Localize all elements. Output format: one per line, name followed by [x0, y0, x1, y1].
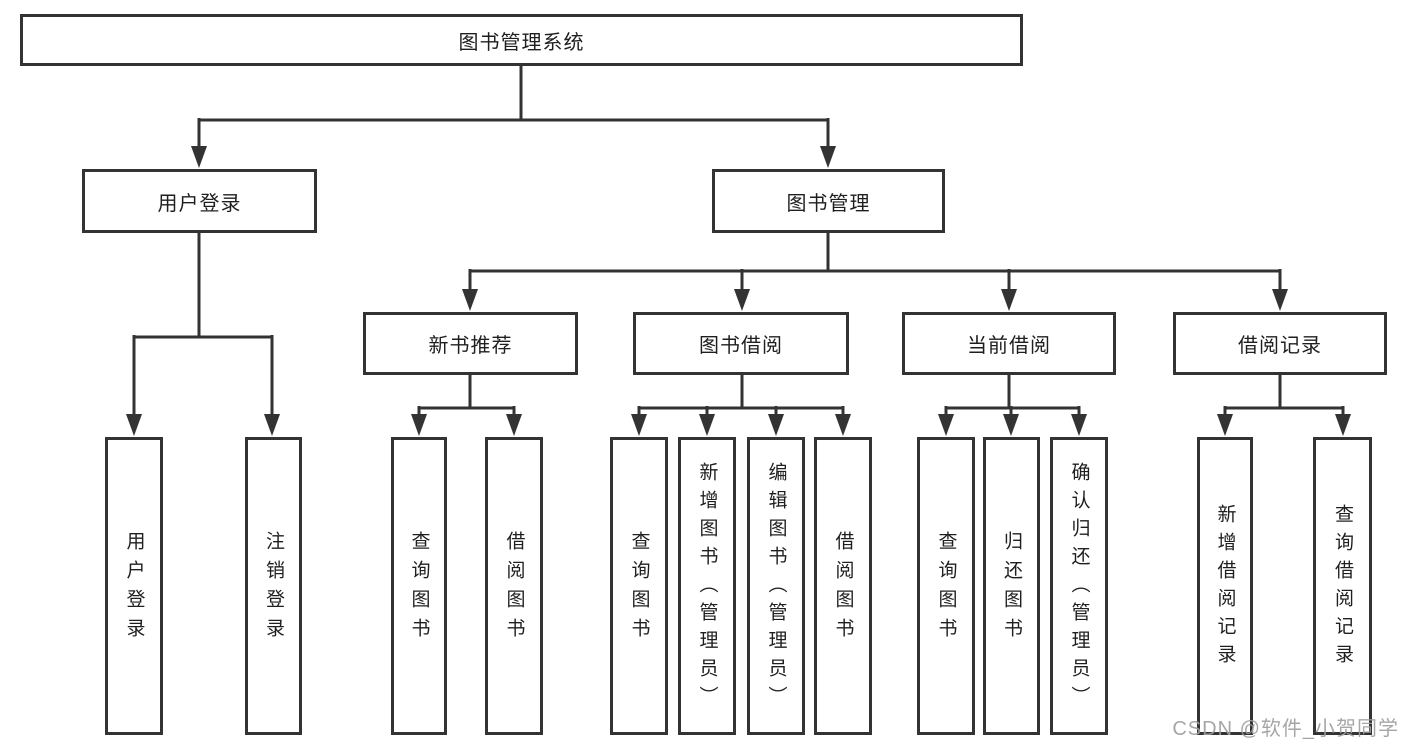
csdn-watermark: CSDN @软件_小贺同学 [1172, 718, 1399, 740]
node-library-management-system: 图书管理系统 [20, 14, 1023, 66]
node-book-management: 图书管理 [712, 169, 945, 233]
leaf-user-login: 用户登录 [105, 437, 163, 735]
leaf-logout: 注销登录 [245, 437, 302, 735]
leaf-query-borrow-record: 查询借阅记录 [1313, 437, 1372, 735]
node-user-login: 用户登录 [82, 169, 317, 233]
node-current-borrowing: 当前借阅 [902, 312, 1116, 375]
leaf-confirm-return-admin: 确认归还（管理员） [1050, 437, 1108, 735]
arrowheads [126, 146, 1351, 436]
leaf-query-books-3: 查询图书 [917, 437, 975, 735]
node-book-borrowing: 图书借阅 [633, 312, 849, 375]
leaf-add-borrow-record: 新增借阅记录 [1197, 437, 1253, 735]
leaf-borrow-books-1: 借阅图书 [485, 437, 543, 735]
node-new-book-recommend: 新书推荐 [363, 312, 578, 375]
leaf-query-books-1: 查询图书 [391, 437, 447, 735]
leaf-add-books-admin: 新增图书（管理员） [678, 437, 736, 735]
node-borrowing-records: 借阅记录 [1173, 312, 1387, 375]
leaf-edit-books-admin: 编辑图书（管理员） [747, 437, 805, 735]
leaf-query-books-2: 查询图书 [610, 437, 668, 735]
leaf-borrow-books-2: 借阅图书 [814, 437, 872, 735]
leaf-return-books: 归还图书 [983, 437, 1040, 735]
